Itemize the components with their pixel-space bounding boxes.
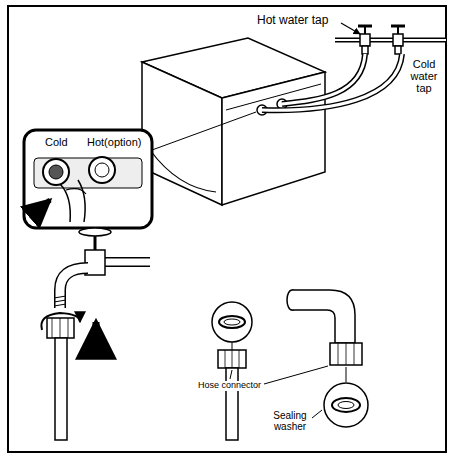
faucet-illustration	[55, 338, 67, 440]
inlet-detail-inset	[49, 165, 63, 179]
inlet-detail-inset	[24, 130, 152, 228]
faucet-illustration	[47, 318, 74, 338]
inlet-detail-inset	[60, 180, 85, 222]
faucet-illustration	[54, 296, 66, 306]
hose-connector-straight	[212, 302, 252, 342]
water-pipe	[335, 38, 446, 43]
hose-connector-straight	[224, 319, 240, 325]
part-label: Cold water tap	[405, 58, 443, 94]
hose-connector-straight	[218, 350, 246, 368]
hose-connector-elbow	[346, 367, 347, 382]
inlet-detail-inset	[66, 189, 86, 194]
inlet-detail-inset	[34, 200, 50, 214]
inlet-hoses	[282, 54, 365, 104]
hose-connector-straight	[232, 342, 233, 350]
hose-connector-straight	[219, 316, 245, 328]
inlet-detail-inset	[34, 158, 142, 188]
faucet-illustration	[52, 318, 68, 338]
callout-leader	[341, 23, 360, 34]
faucet-illustration	[93, 322, 100, 352]
part-label: Hot water tap	[256, 14, 329, 27]
faucet-illustration	[105, 257, 150, 267]
outer-frame	[8, 6, 446, 452]
part-label: Cold	[44, 136, 69, 148]
callout-leader	[152, 112, 256, 150]
callout-leader	[152, 23, 360, 150]
label-leader-lines	[264, 366, 328, 384]
part-label: Hot(option)	[86, 136, 142, 148]
faucet-illustration	[60, 268, 88, 308]
hot-tap-symbol	[358, 26, 372, 54]
part-label: Hose connector	[197, 381, 262, 391]
faucet-illustration	[41, 228, 150, 440]
hose-connector-elbow	[338, 402, 354, 409]
washing-machine	[222, 72, 325, 205]
cold-tap-symbol	[391, 26, 405, 54]
hose-connector-straight	[226, 368, 238, 440]
hose-connector-elbow	[332, 398, 360, 412]
inlet-hoses	[262, 54, 402, 110]
faucet-illustration	[105, 259, 150, 266]
faucet-illustration	[94, 236, 97, 250]
hose-connector-elbow	[330, 343, 362, 365]
washing-machine	[142, 38, 325, 205]
washing-machine	[142, 62, 222, 205]
label-leader-lines	[312, 410, 322, 418]
faucet-illustration	[60, 268, 88, 308]
water-pipe	[335, 40, 446, 41]
hose-connector-elbow	[324, 383, 368, 427]
inlet-hoses	[262, 54, 402, 110]
label-leader-lines	[230, 370, 232, 379]
inlet-detail-inset	[24, 130, 152, 228]
inlet-detail-inset	[43, 159, 69, 185]
faucet-illustration	[41, 313, 80, 330]
cold-tap-symbol	[391, 26, 405, 54]
hose-connector-straight	[212, 302, 252, 440]
hose-connector-elbow	[338, 343, 354, 365]
inlet-hoses	[282, 54, 365, 104]
inlet-detail-inset	[89, 157, 115, 183]
washing-machine	[150, 150, 216, 192]
part-label: Sealing washer	[268, 410, 312, 432]
water-pipe	[335, 39, 446, 41]
faucet-illustration	[79, 228, 111, 236]
hose-connector-elbow	[287, 290, 368, 427]
hose-connector-straight	[225, 350, 239, 368]
hose-connector-elbow	[292, 290, 355, 343]
hot-tap-symbol	[358, 26, 372, 54]
inlet-detail-inset	[95, 163, 109, 177]
inlet-hoses	[262, 54, 402, 110]
